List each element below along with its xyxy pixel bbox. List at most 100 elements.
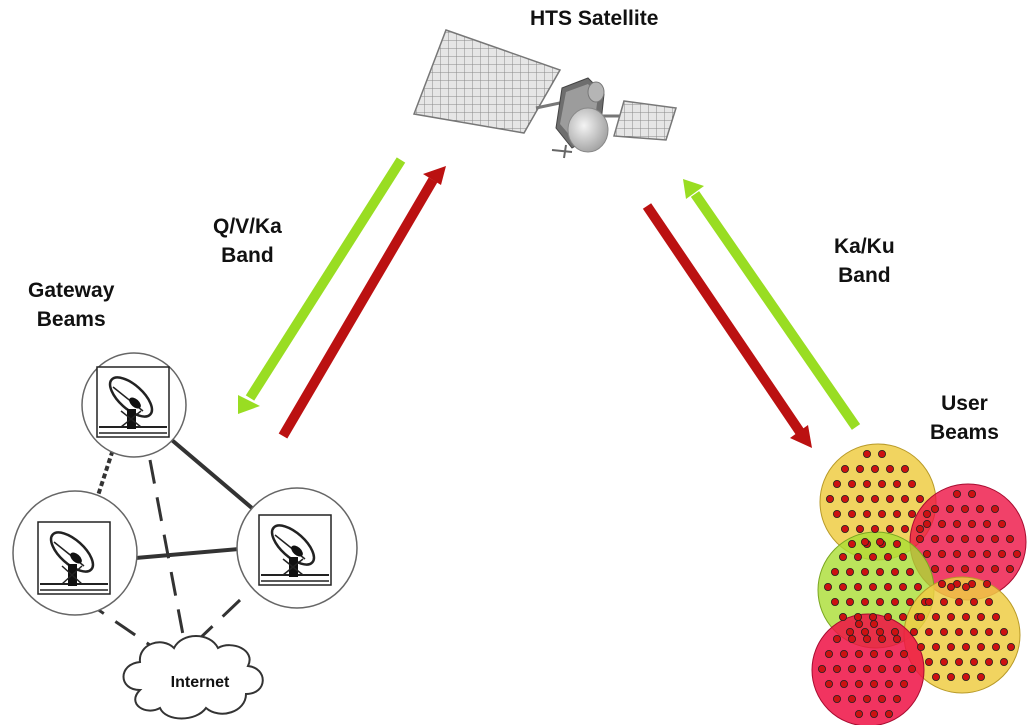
user-terminal-dot — [908, 665, 917, 674]
user-terminal-dot — [991, 504, 1000, 513]
user-terminal-dot — [938, 580, 947, 589]
user-terminal-dot — [846, 628, 855, 637]
user-terminal-dot — [854, 583, 863, 592]
user-terminal-dot — [901, 525, 910, 534]
user-terminal-dot — [839, 553, 848, 562]
user-terminal-dot — [961, 535, 970, 544]
user-terminal-dot — [947, 673, 956, 682]
user-downlink-arrow — [642, 203, 812, 448]
user-terminal-dot — [854, 553, 863, 562]
user-terminal-dot — [906, 598, 915, 607]
user-terminal-dot — [940, 658, 949, 667]
user-terminal-dot — [985, 628, 994, 637]
satellite-dish-icon — [96, 366, 170, 438]
user-terminal-dot — [1007, 643, 1016, 652]
user-terminal-dot — [848, 479, 857, 488]
user-terminal-dot — [991, 565, 1000, 574]
user-terminal-dot — [938, 520, 947, 529]
user-terminal-dot — [901, 464, 910, 473]
user-band-label: Ka/Ku Band — [834, 235, 895, 287]
user-terminal-dot — [970, 598, 979, 607]
internet-label: Internet — [171, 674, 230, 691]
user-terminal-dot — [893, 695, 902, 704]
user-terminal-dot — [946, 535, 955, 544]
user-terminal-dot — [871, 464, 880, 473]
user-terminal-dot — [893, 540, 902, 549]
user-terminal-dot — [833, 695, 842, 704]
user-terminal-dot — [899, 553, 908, 562]
user-terminal-dot — [976, 565, 985, 574]
user-terminal-dot — [878, 695, 887, 704]
user-terminal-dot — [998, 550, 1007, 559]
user-terminal-dot — [955, 628, 964, 637]
user-terminal-dot — [976, 535, 985, 544]
user-terminal-dot — [947, 613, 956, 622]
user-terminal-dot — [870, 710, 879, 719]
user-terminal-dot — [855, 650, 864, 659]
user-beams-label: User Beams — [930, 392, 999, 444]
feeder-band-label: Q/V/Ka Band — [213, 215, 282, 267]
user-terminal-dot — [940, 598, 949, 607]
user-terminal-dot — [885, 680, 894, 689]
user-terminal-dot — [931, 535, 940, 544]
user-terminal-dot — [991, 535, 1000, 544]
user-terminal-dot — [1013, 550, 1022, 559]
user-terminal-dot — [833, 509, 842, 518]
feeder-uplink-arrow — [278, 166, 446, 439]
user-terminal-dot — [863, 695, 872, 704]
user-terminal-dot — [955, 658, 964, 667]
user-terminal-dot — [884, 583, 893, 592]
user-terminal-dot — [869, 553, 878, 562]
user-terminal-dot — [869, 583, 878, 592]
user-beams — [811, 443, 1027, 725]
user-terminal-dot — [916, 494, 925, 503]
user-terminal-dot — [998, 520, 1007, 529]
user-terminal-dot — [878, 665, 887, 674]
user-terminal-dot — [891, 568, 900, 577]
user-terminal-dot — [900, 680, 909, 689]
user-terminal-dot — [891, 628, 900, 637]
user-terminal-dot — [863, 479, 872, 488]
user-terminal-dot — [863, 509, 872, 518]
user-terminal-dot — [855, 710, 864, 719]
user-terminal-dot — [886, 464, 895, 473]
user-terminal-dot — [886, 525, 895, 534]
user-terminal-dot — [833, 479, 842, 488]
user-terminal-dot — [923, 520, 932, 529]
user-terminal-dot — [938, 550, 947, 559]
user-terminal-dot — [962, 643, 971, 652]
user-terminal-dot — [931, 565, 940, 574]
satellite-label: HTS Satellite — [530, 7, 659, 30]
user-terminal-dot — [893, 665, 902, 674]
user-terminal-dot — [848, 635, 857, 644]
user-terminal-dot — [985, 598, 994, 607]
user-terminal-dot — [861, 628, 870, 637]
user-terminal-dot — [848, 540, 857, 549]
user-terminal-dot — [923, 509, 932, 518]
user-terminal-dot — [839, 583, 848, 592]
user-terminal-dot — [824, 583, 833, 592]
user-terminal-dot — [863, 449, 872, 458]
user-terminal-dot — [970, 628, 979, 637]
user-terminal-dot — [977, 673, 986, 682]
user-terminal-dot — [878, 449, 887, 458]
user-terminal-dot — [946, 565, 955, 574]
user-terminal-dot — [886, 494, 895, 503]
user-terminal-dot — [855, 680, 864, 689]
user-terminal-dot — [910, 628, 919, 637]
user-terminal-dot — [878, 635, 887, 644]
user-terminal-dot — [925, 658, 934, 667]
user-terminal-dot — [961, 565, 970, 574]
user-terminal-dot — [899, 583, 908, 592]
user-terminal-dot — [983, 520, 992, 529]
user-terminal-dot — [916, 535, 925, 544]
user-terminal-dot — [885, 650, 894, 659]
user-terminal-dot — [871, 494, 880, 503]
user-terminal-dot — [1006, 535, 1015, 544]
user-terminal-dot — [917, 643, 926, 652]
user-terminal-dot — [906, 568, 915, 577]
user-terminal-dot — [916, 525, 925, 534]
user-terminal-dot — [893, 479, 902, 488]
user-terminal-dot — [1006, 565, 1015, 574]
user-terminal-dot — [900, 650, 909, 659]
